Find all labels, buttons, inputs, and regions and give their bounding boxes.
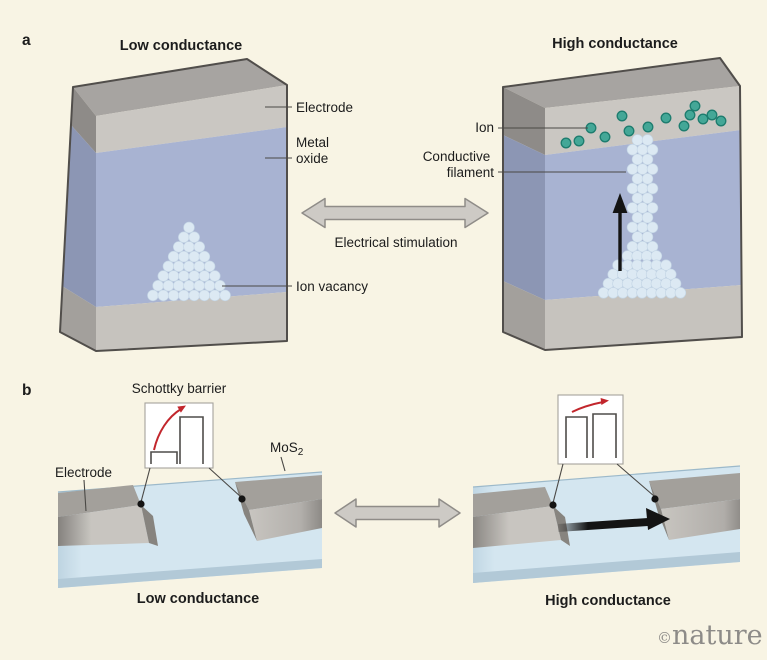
metal-oxide-band [96, 127, 287, 307]
box-side-bottom [503, 281, 545, 350]
panel-a-letter: a [22, 32, 31, 49]
barrier-bar-right [592, 413, 617, 458]
inset-leader-right [208, 467, 242, 498]
schottky-inset-box [557, 394, 624, 465]
box-side-electrode [503, 87, 545, 155]
nature-wordmark: nature [672, 620, 763, 651]
box-outline [59, 58, 288, 352]
panel-a: a Low conductance High conductance Elect… [22, 32, 743, 352]
mos2-leader-line [280, 456, 286, 472]
conduction-arrow-shaft [558, 518, 648, 532]
top-electrode-band [96, 85, 287, 153]
device-low-conductance: Schottky barrier Electrode MoS2 Low cond… [55, 381, 323, 607]
slab-top-edge [472, 465, 741, 488]
ion-label: Ion [475, 120, 494, 135]
high-conductance-caption: High conductance [545, 593, 671, 609]
box-top-face [503, 58, 740, 108]
left-electrode-end-face [141, 505, 158, 546]
mos2-slab-bottom-strip [58, 559, 322, 588]
right-electrode-top [649, 473, 740, 509]
device-box-low-conductance [59, 58, 288, 352]
barrier-bar-short [150, 451, 178, 464]
panel-a-low-title: Low conductance [120, 38, 242, 54]
ion-vacancy-label: Ion vacancy [296, 279, 368, 294]
contact-dot-left [549, 501, 557, 509]
panel-b: b Schottky barr [22, 381, 741, 609]
device-box-high-conductance [502, 57, 743, 351]
red-arrow-curve [571, 401, 604, 413]
right-electrode-front [661, 499, 740, 540]
electrical-stimulation-label: Electrical stimulation [334, 235, 457, 250]
contact-dot-left [137, 500, 145, 508]
device-high-conductance: High conductance [472, 394, 741, 609]
conduction-arrow-head [646, 508, 670, 530]
right-electrode-front [249, 499, 322, 541]
low-conductance-caption: Low conductance [137, 591, 259, 607]
box-side-bottom [60, 286, 96, 351]
box-side-electrode [71, 87, 96, 153]
contact-dot-right [651, 495, 659, 503]
nature-logo: ©nature [657, 620, 763, 651]
inset-leader-left [552, 463, 564, 504]
conductive-filament-label: Conductive filament [423, 149, 495, 180]
inset-leader-left [140, 467, 151, 503]
electrode-label: Electrode [55, 465, 112, 480]
ion-vacancy-cluster [147, 221, 231, 302]
inset-leader-right [616, 463, 655, 497]
bottom-electrode-band [545, 285, 742, 350]
red-arrow-curve [153, 408, 182, 451]
right-electrode-top [235, 475, 322, 510]
copyright-icon: © [657, 629, 672, 647]
mos2-label: MoS2 [270, 440, 304, 458]
metal-oxide-label: Metal oxide [296, 135, 333, 166]
panel-a-high-title: High conductance [552, 36, 678, 52]
panel-b-letter: b [22, 382, 31, 399]
mos2-slab-bottom-strip [473, 552, 740, 583]
left-electrode-top [473, 487, 553, 517]
electrode-leader-line [83, 479, 87, 512]
bottom-electrode-band [96, 292, 287, 351]
left-electrode-front [473, 506, 561, 548]
left-electrode-top [58, 485, 141, 517]
box-side-oxide [503, 135, 545, 300]
electrode-label: Electrode [296, 100, 353, 115]
left-electrode-front [58, 505, 149, 546]
barrier-bar-tall [179, 416, 204, 464]
double-arrow-icon [334, 498, 461, 528]
box-top-face [73, 59, 287, 116]
red-arrow-head [600, 398, 609, 405]
box-side-oxide [62, 125, 96, 307]
upward-arrow-head [612, 193, 628, 213]
schottky-barrier-label: Schottky barrier [132, 381, 227, 396]
double-arrow-icon [301, 197, 489, 229]
red-arrow-head [177, 405, 186, 413]
contact-dot-right [238, 495, 246, 503]
conductive-filament-cluster [597, 134, 687, 299]
box-outline [502, 57, 743, 351]
barrier-bar-left [565, 416, 588, 458]
schottky-inset-box [144, 402, 214, 469]
